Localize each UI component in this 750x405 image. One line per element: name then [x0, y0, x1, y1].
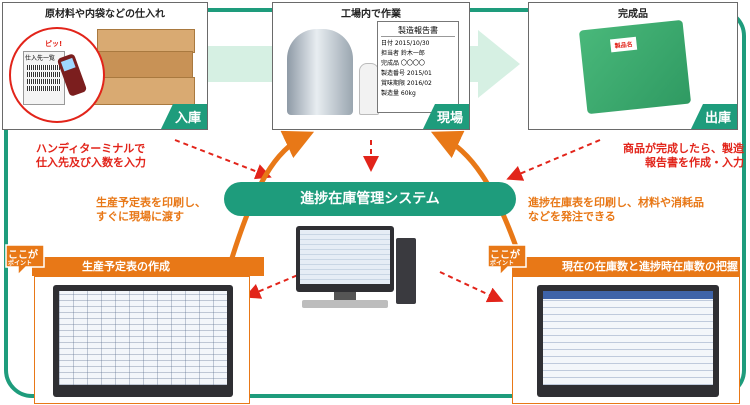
arrow-pc-to-right-monitor — [439, 271, 504, 303]
panel-receiving-title: 原材料や内袋などの仕入れ — [45, 9, 165, 20]
point-badge-right-bottom: ポイント — [490, 260, 515, 267]
note-schedule-print: 生産予定表を印刷し、 すぐに現場に渡す — [96, 196, 206, 224]
panel-factory: 工場内で作業 製造報告書 日付 2015/10/30 担当者 鈴木一郎 完成品 … — [272, 2, 470, 130]
note-left-line-1: ハンディターミナルで — [36, 142, 146, 155]
note-right-line-2: 報告書を作成・入力 — [645, 156, 744, 169]
arrow-receiving-to-system — [174, 139, 272, 180]
note-production-report: 商品が完成したら、製造 報告書を作成・入力 — [604, 142, 744, 170]
product-bag-label: 製品名 — [609, 36, 638, 53]
panel-factory-title: 工場内で作業 — [341, 9, 401, 20]
point-label-left: 生産予定表の作成 — [82, 260, 170, 273]
note-right-line-1: 商品が完成したら、製造 — [623, 142, 744, 155]
handheld-terminal-circle: ピッ! 仕入先一覧 — [9, 27, 105, 123]
note-mid-left-line-1: 生産予定表を印刷し、 — [96, 196, 206, 209]
mixing-tank-icon — [287, 29, 353, 115]
report-line-1: 日付 2015/10/30 — [381, 40, 430, 47]
left-monitor-frame — [34, 276, 250, 404]
point-badge-right: ここが ポイント — [484, 241, 532, 279]
product-bag-icon: 製品名 — [578, 19, 692, 115]
note-mid-left-line-2: すぐに現場に渡す — [96, 210, 184, 223]
point-badge-left-top: ここが — [8, 250, 38, 261]
worker-icon — [359, 63, 379, 115]
point-bar-right: 現在の在庫数と進捗時在庫数の把握 — [512, 257, 740, 276]
report-line-2: 担当者 鈴木一郎 — [381, 50, 425, 57]
arrow-pc-to-left-monitor — [244, 271, 306, 299]
point-badge-left-bottom: ポイント — [8, 260, 33, 267]
system-pill: 進捗在庫管理システム — [224, 182, 516, 216]
note-mid-right-line-2: などを発注できる — [528, 210, 616, 223]
panel-receiving: 原材料や内袋などの仕入れ ピッ! 仕入先一覧 入庫 — [2, 2, 208, 130]
arrow-finished-to-system — [506, 139, 601, 181]
central-pc-icon — [296, 226, 416, 310]
panel-finished: 完成品 製品名 出庫 — [528, 2, 738, 130]
report-line-5: 賞味期限 2016/02 — [381, 80, 432, 87]
report-title: 製造報告書 — [381, 25, 455, 37]
panel-finished-title: 完成品 — [618, 9, 648, 20]
arrow-right-monitor-to-factory — [430, 130, 523, 259]
tag-nyuko: 入庫 — [160, 104, 207, 129]
note-left-line-2: 仕入先及び入数を入力 — [36, 156, 146, 169]
report-line-3: 完成品 〇〇〇〇 — [381, 60, 425, 67]
point-bar-left: 生産予定表の作成 — [32, 257, 264, 276]
barcode-sheet: 仕入先一覧 — [23, 51, 65, 105]
note-handy-terminal: ハンディターミナルで 仕入先及び入数を入力 — [36, 142, 146, 170]
production-report-sheet: 製造報告書 日付 2015/10/30 担当者 鈴木一郎 完成品 〇〇〇〇 製造… — [377, 21, 459, 113]
report-line-6: 製造量 60kg — [381, 90, 416, 97]
phone-list-title: 仕入先一覧 — [25, 55, 56, 62]
report-line-4: 製造番号 2015/01 — [381, 70, 432, 77]
tag-shukko: 出庫 — [690, 104, 737, 129]
point-badge-left: ここが ポイント — [2, 241, 50, 279]
right-monitor-frame — [512, 276, 740, 404]
point-badge-right-top: ここが — [490, 250, 520, 261]
point-label-right: 現在の在庫数と進捗時在庫数の把握 — [562, 260, 738, 273]
schedule-monitor-icon — [53, 285, 233, 397]
note-mid-right-line-1: 進捗在庫表を印刷し、材料や消耗品 — [528, 196, 704, 209]
note-stock-print: 進捗在庫表を印刷し、材料や消耗品 などを発注できる — [528, 196, 704, 224]
inventory-monitor-icon — [537, 285, 719, 397]
arrow-left-monitor-to-factory — [229, 130, 315, 259]
phone-alert-text: ピッ! — [45, 40, 63, 48]
